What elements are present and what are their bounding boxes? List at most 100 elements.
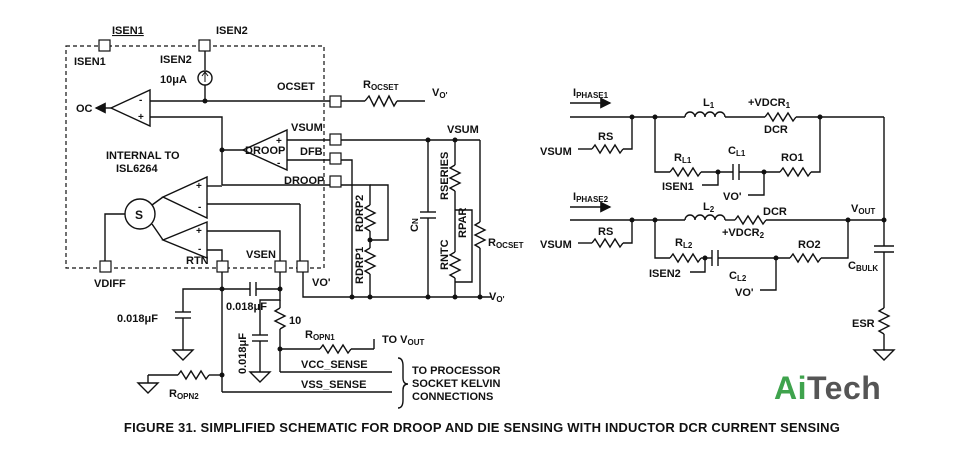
svg-text:L2: L2 [703,201,715,214]
svg-text:CL2: CL2 [729,270,747,283]
dcr1-label: DCR [764,124,788,136]
cn-sub: N [411,218,420,224]
svg-text:RL1: RL1 [674,152,692,165]
svg-text:+: + [276,136,282,147]
l1-label: L [703,97,710,109]
internal-label-1: INTERNAL TO [106,150,180,162]
vsum-network: VSUM RDRP2 RDRP1 CN RSERIES RNTC RPAR [302,124,524,304]
dfb-label: DFB [300,146,323,158]
vout-sub: OUT [858,207,875,216]
isen1-top-label: ISEN1 [112,25,144,37]
vcc-sense-label: VCC_SENSE [301,359,368,371]
diff-amp-bottom: + - [151,220,281,261]
rntc-label: RNTC [439,239,451,270]
svg-text:ROPN1: ROPN1 [305,329,335,342]
vdcr1-label: +VDCR [748,97,786,109]
s-block-label: S [135,208,143,222]
cl2-sub: L2 [737,274,747,283]
vsum-net-label: VSUM [447,124,479,136]
isen1-pin: ISEN1 ISEN1 [74,25,144,68]
rl2-label: R [675,237,683,249]
rdrp2-label: RDRP2 [354,195,366,232]
vss-sense-label: VSS_SENSE [301,379,366,391]
rs2-label: RS [598,226,613,238]
cbulk-sub: BULK [856,264,878,273]
iphase1-sub: PHASE1 [576,91,609,100]
rs1-label: RS [598,131,613,143]
vdcr1-sub: 1 [786,101,791,110]
svg-text:VO': VO' [489,291,505,304]
svg-text:TO VOUT: TO VOUT [382,334,424,347]
r-ocset-label: R [363,79,371,91]
svg-text:IPHASE1: IPHASE1 [573,87,609,100]
ocset-label: OCSET [277,81,315,93]
internal-label-2: ISL6264 [116,163,158,175]
svg-text:VOUT: VOUT [851,203,875,216]
svg-text:RL2: RL2 [675,237,693,250]
rpar-label: RPAR [457,208,469,238]
vsum-pin-label: VSUM [291,122,323,134]
r-opn1-sub: OPN1 [313,333,335,342]
esr-label: ESR [852,318,875,330]
proc-label-2: SOCKET KELVIN [412,378,500,390]
svg-text:+: + [138,112,144,123]
svg-text:ROCSET: ROCSET [488,237,524,250]
isen2-pin: ISEN2 ISEN2 [160,25,248,70]
dcr-sensing-circuit: IPHASE1 L1 +VDCR1 DCR VSUM RS RL1 CL1 RO… [540,87,896,361]
ro1-label: RO1 [781,152,804,164]
svg-text:+VDCR2: +VDCR2 [722,227,765,240]
rl1-sub: L1 [682,156,692,165]
cap-mid-label: 0.018μF [226,301,267,313]
isen2-right-label: ISEN2 [649,268,681,280]
svg-text:-: - [198,202,201,213]
svg-text:+: + [196,181,202,192]
vsum-pin [329,133,342,146]
r-ocset-sub: OCSET [371,83,399,92]
rl2-sub: L2 [683,241,693,250]
cap-left-label: 0.018μF [117,313,158,325]
vo-pin-label: VO' [312,277,331,289]
rtn-label: RTN [186,255,209,267]
svg-text:-: - [198,244,201,255]
vdcr2-label: +VDCR [722,227,760,239]
ocset-pin: OCSET ROCSET VO' [150,79,448,108]
vdcr2-sub: 2 [760,231,765,240]
r-ocset2-label: R [488,237,496,249]
to-vout-sub: OUT [407,338,424,347]
cap-vert-label: 0.018μF [237,333,249,374]
vdiff-label: VDIFF [94,278,126,290]
cbulk-label: C [848,260,856,272]
svg-text:ROPN2: ROPN2 [169,388,199,401]
r-ocset2-sub: OCSET [496,241,524,250]
vo-prime-top-label: V [432,87,440,99]
droop-amplifier: DROOP + - [219,128,330,172]
r-opn2-label: R [169,388,177,400]
vsen-pin [274,260,287,273]
svg-text:ROCSET: ROCSET [363,79,399,92]
to-vout-label: TO V [382,334,408,346]
r10-label: 10 [289,315,301,327]
l2-sub: 2 [710,205,715,214]
figure-caption: FIGURE 31. SIMPLIFIED SCHEMATIC FOR DROO… [123,420,841,435]
proc-label-1: TO PROCESSOR [412,365,500,377]
diff-amp-top: + - [151,175,300,220]
vout-label: V [851,203,859,215]
rl1-label: R [674,152,682,164]
droop-amp-label: DROOP [245,145,285,157]
vo-prime-bot-sub: O' [496,295,504,304]
vdiff-pin [99,260,112,273]
vsum-r2-label: VSUM [540,239,572,251]
dcr2-label: DCR [763,206,787,218]
ro2-label: RO2 [798,239,821,251]
rtn-pin [216,260,229,273]
vsen-label: VSEN [246,249,276,261]
aitech-logo: AiTech [774,370,881,407]
vsum-r1-label: VSUM [540,146,572,158]
logo-tech: Tech [807,370,882,406]
svg-text:IPHASE2: IPHASE2 [573,191,609,204]
svg-text:L1: L1 [703,97,715,110]
l1-sub: 1 [710,101,715,110]
isen1-right-label: ISEN1 [662,181,694,193]
isen1-left-label: ISEN1 [74,56,106,68]
